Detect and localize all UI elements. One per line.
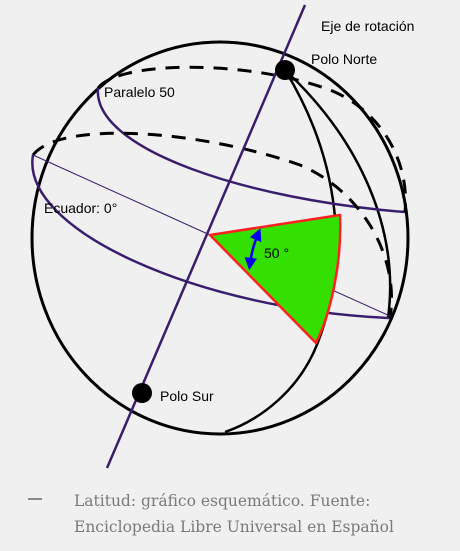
caption-text: Latitud: gráfico esquemático. Fuente: En…: [74, 488, 458, 540]
axis-label: Eje de rotación: [321, 18, 414, 34]
caption-line-2: Enciclopedia Libre Universal en Español: [74, 518, 394, 536]
parallel-label: Paralelo 50: [104, 84, 175, 100]
angle-label: 50 °: [264, 245, 289, 261]
parallel-50-front: [96, 87, 406, 214]
sphere-outline: [30, 40, 410, 436]
north-pole-label: Polo Norte: [311, 51, 377, 67]
north-pole-dot: [275, 60, 295, 80]
latitude-sector: [208, 213, 342, 345]
radius-to-equator-left: [32, 154, 211, 236]
figure-caption: Latitud: gráfico esquemático. Fuente: En…: [28, 488, 458, 540]
caption-dash: [28, 498, 42, 500]
meridian-back: [284, 69, 392, 319]
latitude-diagram: Eje de rotación Polo Norte Paralelo 50 E…: [30, 4, 414, 469]
south-pole-dot: [132, 383, 152, 403]
south-pole-label: Polo Sur: [160, 388, 214, 404]
equator-label: Ecuador: 0°: [44, 200, 117, 216]
parallel-50-back: [96, 65, 408, 213]
caption-line-1: Latitud: gráfico esquemático. Fuente:: [74, 492, 371, 510]
angle-arrow: [244, 228, 262, 271]
equator-back: [31, 131, 393, 319]
